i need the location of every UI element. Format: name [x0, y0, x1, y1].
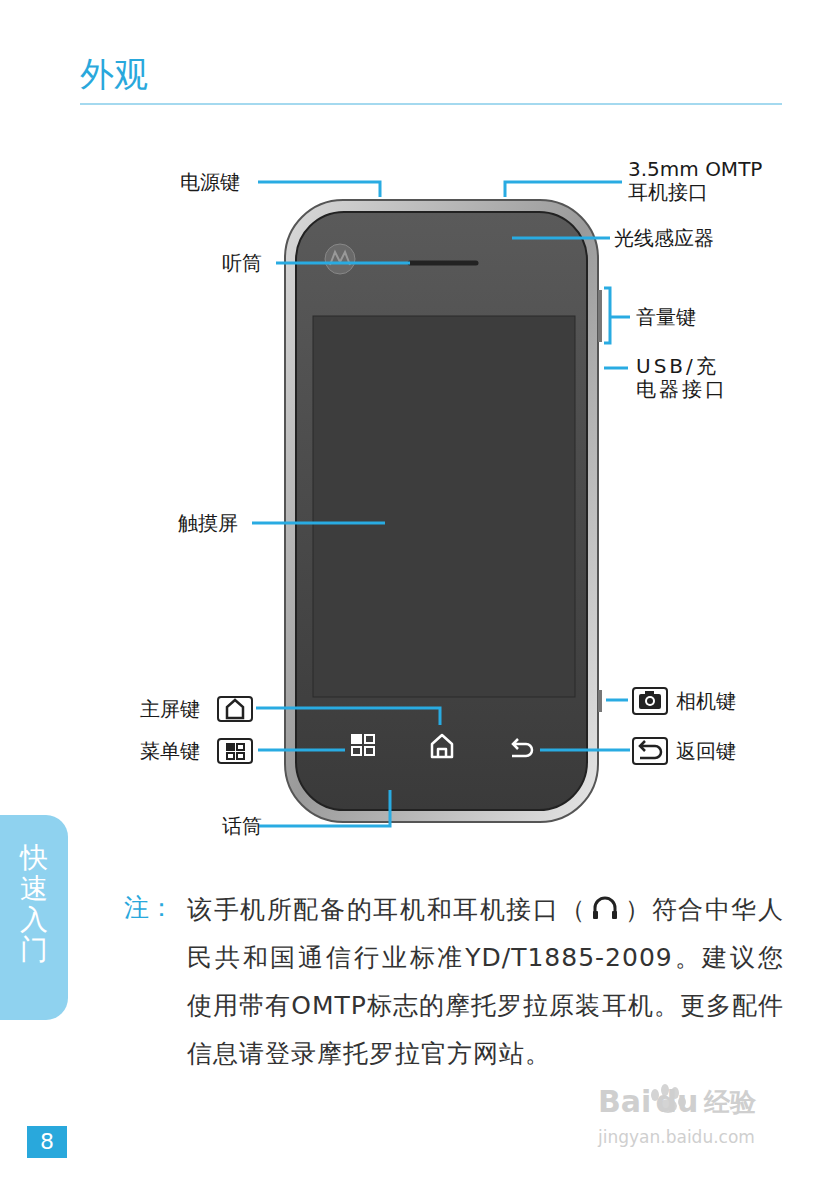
part-label: 电源键 [180, 170, 240, 194]
menu-key [352, 735, 374, 755]
volume-button [598, 290, 602, 342]
touch-screen [313, 316, 575, 697]
part-label: 光线感应器 [614, 226, 714, 250]
part-label: 触摸屏 [178, 511, 238, 535]
camera-button [598, 690, 602, 712]
part-label: 菜单键 [140, 739, 200, 763]
home-key [432, 735, 452, 757]
part-label: 主屏键 [140, 697, 200, 721]
logo [325, 244, 355, 274]
part-label: 话筒 [222, 814, 262, 838]
title-rule [80, 103, 782, 104]
leader-lines [252, 182, 630, 826]
node-text: 8 [27, 1126, 67, 1158]
watermark: Bai [598, 1084, 651, 1120]
side-tab: 快速入门 [0, 815, 68, 1020]
phone-body [285, 200, 598, 822]
label-icons [218, 688, 667, 764]
note-mark: 注： [124, 892, 174, 923]
part-label: 音量键 [636, 305, 696, 329]
part-label: 相机键 [676, 689, 736, 713]
earpiece [410, 261, 476, 266]
note-text: 该手机所配备的耳机和耳机接口（）符合中华人民共和国通信行业标准YD/T1885-… [187, 886, 784, 1078]
watermark: 经验 [704, 1086, 756, 1118]
part-label: USB/充 电器接口 [636, 355, 746, 401]
part-label: 返回键 [676, 739, 736, 763]
note-text-part: 该手机所配备的耳机和耳机接口（ [187, 895, 586, 924]
watermark: jingyan.baidu.com [598, 1126, 755, 1149]
headphone-icon [590, 894, 620, 922]
part-label: 听筒 [222, 251, 262, 275]
node-text: 快速入门 [20, 843, 48, 966]
page-number-box: 8 [27, 1126, 67, 1158]
part-label: 3.5mm OMTP 耳机接口 [628, 158, 788, 204]
page-title: 外观 [80, 52, 148, 96]
watermark: du [655, 1084, 698, 1120]
back-key [512, 739, 532, 756]
